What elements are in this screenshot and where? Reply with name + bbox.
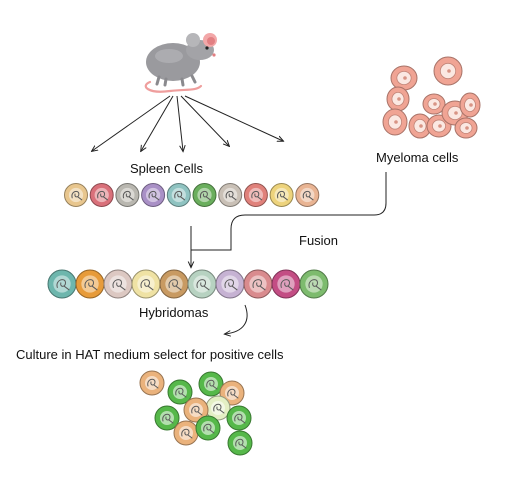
mouse-ear-back xyxy=(186,33,200,47)
culture-label: Culture in HAT medium select for positiv… xyxy=(16,347,284,362)
culture-cell-icon xyxy=(198,371,224,397)
hybridoma-cell-icon xyxy=(243,269,273,299)
spleen-cell-icon xyxy=(115,183,140,207)
culture-cell-icon xyxy=(195,415,221,441)
spleen-cell-icon xyxy=(295,183,320,207)
spleen-cell-icon xyxy=(141,183,166,207)
culture-cell-icon xyxy=(154,405,180,431)
myeloma-cells-cluster xyxy=(382,56,481,139)
hybridoma-cells-row xyxy=(47,269,329,299)
myeloma-cell-icon xyxy=(408,113,432,139)
culture-cells-cluster xyxy=(139,370,253,456)
arrow-1 xyxy=(92,95,171,151)
spleen-cells-label: Spleen Cells xyxy=(130,161,203,176)
spleen-cells-row xyxy=(64,183,320,207)
myeloma-cell-icon xyxy=(433,56,463,86)
arrow-5 xyxy=(184,95,283,141)
spleen-cell-icon xyxy=(166,183,191,207)
arrow-4 xyxy=(180,95,229,146)
hybridoma-cell-icon xyxy=(271,269,301,299)
myeloma-cell-icon xyxy=(459,92,481,118)
mouse-icon xyxy=(144,33,217,93)
arrow-3 xyxy=(176,95,183,151)
myeloma-to-fusion-line xyxy=(191,172,387,251)
myeloma-cell-icon xyxy=(382,108,408,136)
hybridomas-label: Hybridomas xyxy=(139,305,209,320)
spleen-cell-icon xyxy=(64,183,88,207)
culture-cell-icon xyxy=(167,379,193,405)
mouse-arrows xyxy=(92,95,283,151)
culture-cell-icon xyxy=(139,370,165,396)
mouse-legs xyxy=(155,74,197,87)
culture-cell-icon xyxy=(173,420,199,446)
hybridoma-cell-icon xyxy=(215,269,245,299)
myeloma-cell-icon xyxy=(454,117,478,139)
myeloma-cells-label: Myeloma cells xyxy=(376,150,459,165)
culture-cell-icon xyxy=(183,397,209,423)
fusion-label: Fusion xyxy=(299,233,339,248)
culture-cell-icon xyxy=(227,430,253,456)
hybridoma-cell-icon xyxy=(131,269,161,299)
spleen-cell-icon xyxy=(89,183,114,207)
arrow-2 xyxy=(141,95,174,151)
spleen-cell-icon xyxy=(192,183,217,207)
hybridoma-cell-icon xyxy=(75,269,105,299)
spleen-cell-icon xyxy=(269,183,294,207)
mouse-tail xyxy=(144,80,203,93)
culture-curved-arrow xyxy=(225,304,248,334)
hybridoma-cell-icon xyxy=(299,269,329,299)
hybridoma-cell-icon xyxy=(47,269,77,299)
mouse-ear-inner xyxy=(207,37,215,45)
spleen-cell-icon xyxy=(218,183,243,207)
hybridoma-cell-icon xyxy=(103,269,133,299)
hybridoma-cell-icon xyxy=(159,269,189,299)
myeloma-cell-icon xyxy=(386,86,410,112)
mouse-nose xyxy=(212,53,216,57)
myeloma-cell-icon xyxy=(422,93,446,115)
mouse-eye xyxy=(205,46,209,50)
spleen-cell-icon xyxy=(243,183,268,207)
culture-cell-icon xyxy=(226,405,252,431)
myeloma-cell-icon xyxy=(390,65,418,91)
mouse-body-highlight xyxy=(155,49,183,63)
hybridoma-cell-icon xyxy=(187,269,217,299)
culture-cell-icon xyxy=(205,395,231,421)
fusion-connector xyxy=(191,172,387,267)
